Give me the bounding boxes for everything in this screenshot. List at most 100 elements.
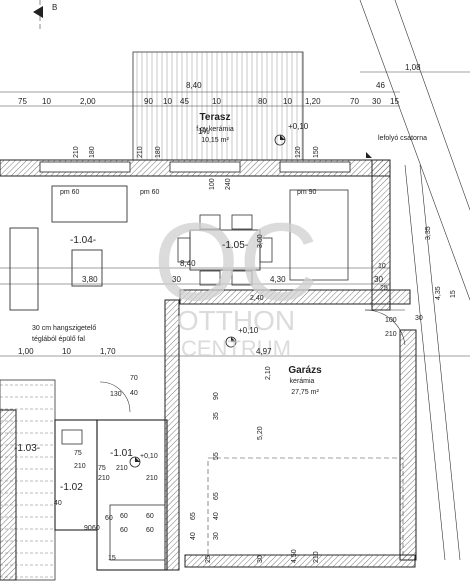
watermark-line1: OTTHON: [177, 305, 295, 336]
mid-chain-1: 30: [172, 275, 181, 284]
right-vertical-3: 100: [385, 317, 397, 324]
door-labels-6: 2,40: [250, 295, 264, 302]
small-room-17: 15: [108, 555, 116, 562]
garage-bottom-3: 210: [313, 551, 320, 563]
garage-bottom-0: 25: [205, 555, 212, 563]
drain-marker: [366, 152, 372, 158]
watermark: OC OTTHON CENTRUM: [154, 201, 319, 361]
garage-vertical-9: 40: [190, 532, 197, 540]
terrace-left-3: 180: [155, 146, 162, 158]
terrace-name: Terasz: [200, 112, 231, 123]
room-104-label: -1.04-: [70, 235, 96, 246]
top-chain-11: 30: [372, 97, 381, 106]
level-marker-small-room: [129, 456, 141, 468]
side-right-1: 25: [380, 285, 388, 292]
top-chain-12: 15: [390, 97, 399, 106]
door-labels-1: pm 60: [140, 189, 160, 196]
door-labels-5: 3,00: [257, 234, 264, 248]
level-marker-terrace: [274, 134, 286, 146]
drain-note: lefolyó csatorna: [378, 135, 427, 142]
garage-vertical-4: 30: [213, 532, 220, 540]
dim-mid-total: 8,40: [180, 259, 196, 268]
side-right-0: 10: [378, 263, 386, 270]
terrace-area: 10,15 m²: [201, 137, 229, 144]
level-marker-garage: [225, 336, 237, 348]
small-room-1: 210: [74, 463, 86, 470]
small-room-level: +0,10: [140, 453, 158, 460]
top-chain-6: 10: [212, 97, 221, 106]
garage-entry-door: [364, 309, 406, 346]
garage-material: kerámia: [290, 378, 315, 385]
right-vertical-4: 210: [385, 331, 397, 338]
lower-chain-2: 1,70: [100, 347, 116, 356]
small-room-12: 90: [84, 525, 92, 532]
small-room-10: 60: [105, 515, 113, 522]
small-room-9: 210: [146, 475, 158, 482]
door-labels-2: pm 90: [297, 189, 317, 196]
door-labels-3: 100: [209, 178, 216, 190]
top-chain-3: 90: [144, 97, 153, 106]
right-vertical-0: 3,35: [425, 226, 432, 240]
watermark-line2: CENTRUM: [181, 336, 291, 361]
lower-chain-0: 1,00: [18, 347, 34, 356]
stair-area: [0, 379, 168, 581]
mid-chain-2: 4,30: [270, 275, 286, 284]
dimension-mid: [0, 267, 470, 357]
terrace-left-2: 210: [137, 146, 144, 158]
small-room-11: 210: [116, 465, 128, 472]
terrace-material: f.gy.kerámia: [196, 126, 234, 133]
garage-area: 27,75 m²: [291, 389, 319, 396]
top-chain-8: 10: [283, 97, 292, 106]
terrace-left-1: 180: [89, 146, 96, 158]
small-room-2: 75: [98, 465, 106, 472]
mid-chain-3: 30: [374, 275, 383, 284]
terrace-right-0: 120: [295, 146, 302, 158]
garage-vertical-3: 40: [213, 512, 220, 520]
garage-bottom-2: 4,50: [291, 549, 298, 563]
insulation-note-1: 30 cm hangszigetelő: [32, 325, 96, 332]
small-room-0: 75: [74, 450, 82, 457]
room-105-label: -1.05-: [222, 240, 248, 251]
right-vertical-2: 15: [450, 290, 457, 298]
dimension-top: [0, 71, 470, 107]
top-chain-7: 80: [258, 97, 267, 106]
small-room-7: 60: [146, 527, 154, 534]
small-room-14: 130: [110, 391, 122, 398]
living-furniture: [9, 185, 349, 311]
small-room-13: 60: [92, 525, 100, 532]
side-right-2: 30: [415, 315, 423, 322]
small-room-4: 60: [120, 513, 128, 520]
garage-vertical-1: 2,10: [265, 366, 272, 380]
garage-name: Garázs: [288, 365, 322, 376]
right-vertical-1: 4,35: [435, 286, 442, 300]
dim-right-vertical: 3,35 4,35 15 100 210: [385, 226, 457, 338]
insulation-note-2: téglából épülő fal: [32, 336, 85, 343]
dim-top-right2: 46: [376, 81, 385, 90]
garage-vertical-8: 65: [190, 512, 197, 520]
garage-vertical-5: 90: [213, 392, 220, 400]
garage-vertical-0: 5,20: [257, 426, 264, 440]
terrace-level: +0,10: [288, 122, 309, 131]
dim-top-right: 1,08: [405, 63, 421, 72]
top-chain-2: 2,00: [80, 97, 96, 106]
garage-level: +0,10: [238, 326, 259, 335]
section-marker: B: [33, 0, 57, 30]
garage-vertical-7: 55: [213, 452, 220, 460]
small-room-5: 60: [120, 527, 128, 534]
room-102-label: -1.02: [60, 482, 83, 493]
watermark-logo: OC: [154, 201, 319, 324]
top-chain-1: 10: [42, 97, 51, 106]
dim-top-total: 8,40: [186, 81, 202, 90]
terrace-slope: 1%: [198, 127, 210, 136]
lower-chain-1: 10: [62, 347, 71, 356]
top-chain-5: 45: [180, 97, 189, 106]
garage-vertical-6: 35: [213, 412, 220, 420]
